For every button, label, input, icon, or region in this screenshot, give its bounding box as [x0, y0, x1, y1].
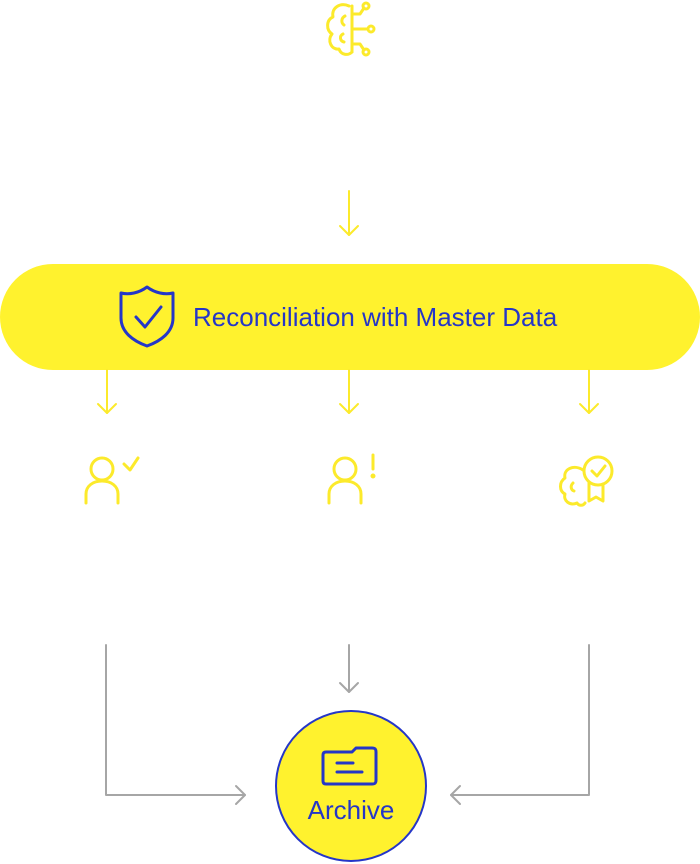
reconciliation-label: Reconciliation with Master Data: [193, 302, 558, 332]
arrow-reconciliation-to-outcome-1: [97, 369, 117, 414]
archive-node: [275, 710, 427, 862]
arrow-reconciliation-to-outcome-2: [339, 369, 359, 414]
ai-brain-network-icon: [326, 1, 376, 57]
arrow-source-to-reconciliation: [339, 190, 359, 236]
connector-outcome-2-to-archive: [339, 644, 359, 693]
archive-label: Archive: [308, 795, 395, 825]
arrow-reconciliation-to-outcome-3: [579, 369, 599, 414]
user-alert-icon: [327, 453, 376, 505]
folder-icon: [321, 746, 378, 786]
user-check-icon: [84, 456, 140, 505]
connector-outcome-1-to-archive: [105, 644, 246, 805]
brain-verified-icon: [559, 455, 614, 507]
shield-check-icon: [119, 285, 175, 348]
reconciliation-pill: [0, 264, 700, 370]
connector-outcome-3-to-archive: [450, 644, 590, 805]
